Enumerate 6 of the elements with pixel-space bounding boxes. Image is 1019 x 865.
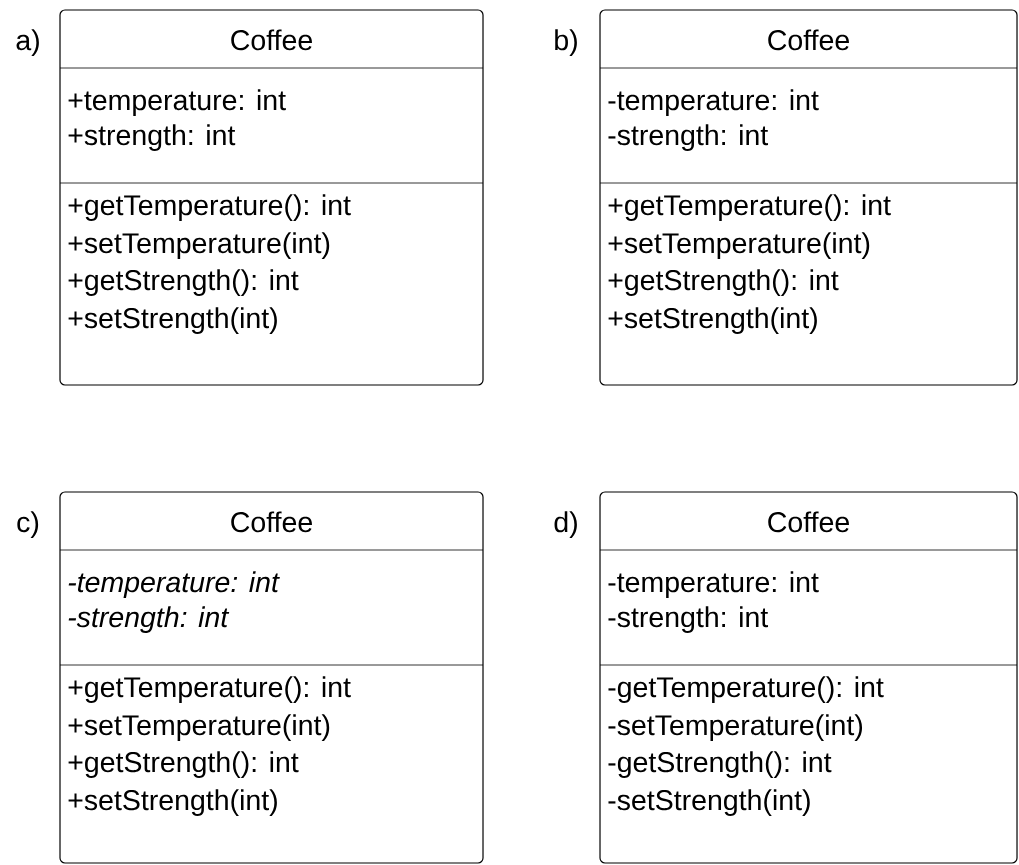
panel-label: b) [555,29,577,56]
class-box: Coffee -temperature: int -strength: int +getTemperature(): int +setTemperature(int) +getStrength(): int +setStrength(int) [599,9,1018,386]
class-box: Coffee -temperature: int -strength: int -getTemperature(): int -setTemperature(int) -getStrength(): int -setStrength(int) [599,491,1018,864]
panel-label: d) [554,511,577,538]
class-box: Coffee +temperature: int +strength: int +getTemperature(): int +setTemperature(int) +getStrength(): int +setStrength(int) [59,9,484,386]
class-box: Coffee -temperature: int -strength: int +getTemperature(): int +setTemperature(int) +getStrength(): int +setStrength(int) [59,491,484,864]
